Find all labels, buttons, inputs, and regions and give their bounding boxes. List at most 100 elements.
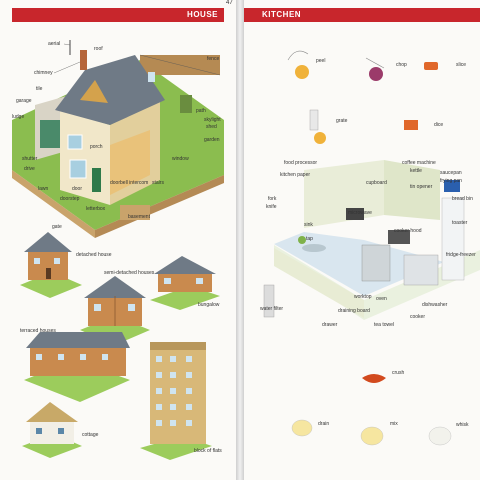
roof-cutaway-attic [80, 80, 108, 103]
action-dice: dice [404, 120, 443, 130]
label-doorbell-intercom: doorbell intercom [110, 180, 148, 186]
bungalow-illustration [150, 256, 220, 310]
skylight-window [148, 72, 155, 82]
label-peel: peel [316, 58, 325, 64]
cottage-illustration [22, 402, 82, 458]
side-cupboards [384, 160, 440, 220]
house-section-title: HOUSE [187, 10, 218, 19]
left-page-house: HOUSE 47 [0, 0, 236, 480]
cooker-hob [388, 230, 410, 244]
house-labels: aerial roof fence chimney tile garage lu… [12, 41, 221, 230]
terraced-houses-illustration [24, 332, 130, 402]
label-doorstep: doorstep [60, 196, 80, 202]
plant-pot [298, 236, 306, 244]
label-cottage: cottage [82, 432, 99, 438]
label-knife: knife [266, 204, 277, 210]
label-kitchen-paper: kitchen paper [280, 172, 310, 178]
label-fence: fence [207, 56, 219, 62]
label-toaster: toaster [452, 220, 468, 226]
label-dishwasher: dishwasher [422, 302, 448, 308]
label-oven: oven [376, 296, 387, 302]
label-tin-opener: tin opener [410, 184, 433, 190]
chimney-stack [80, 50, 87, 70]
kitchen-section-banner: KITCHEN [244, 8, 480, 22]
label-tap: tap [306, 236, 313, 242]
label-letterbox: letterbox [86, 206, 106, 212]
right-page-kitchen: KITCHEN peel chop slice grate [244, 0, 480, 480]
page-number: 47 [226, 0, 233, 6]
label-chimney: chimney [34, 70, 53, 76]
garage-door [40, 120, 60, 148]
kitchen-labels: food processor kitchen paper coffee mach… [260, 160, 476, 328]
label-whisk: whisk [456, 422, 469, 428]
label-cupboard: cupboard [366, 180, 387, 186]
label-gate: gate [52, 224, 62, 230]
label-path: path [196, 108, 206, 114]
label-grate: grate [336, 118, 348, 124]
label-drawer: drawer [322, 322, 338, 328]
action-grate: grate [309, 109, 348, 144]
house-front-wall [60, 110, 110, 205]
main-house-illustration [12, 40, 224, 238]
action-chop: chop [365, 57, 407, 81]
label-water-filter: water filter [260, 306, 283, 312]
label-shed: shed [206, 124, 217, 130]
label-semi-detached: semi-detached houses [104, 270, 155, 276]
label-fork: fork [268, 196, 277, 202]
label-porch: porch [90, 144, 103, 150]
semi-detached-illustration [80, 276, 150, 345]
basement-cutaway [120, 205, 150, 220]
label-garage: garage [16, 98, 32, 104]
kitchen-scene [263, 160, 480, 320]
label-crush: crush [392, 370, 404, 376]
label-window: window [172, 156, 189, 162]
cutaway-interior-stairs [110, 130, 150, 195]
label-microwave: microwave [348, 210, 372, 216]
label-basement: basement [128, 214, 151, 220]
label-roof: roof [94, 46, 103, 52]
action-slice: slice [424, 62, 466, 70]
fridge-freezer-unit [441, 197, 465, 281]
label-slice: slice [456, 62, 466, 68]
label-worktop: worktop [354, 294, 372, 300]
label-kettle: kettle [410, 168, 422, 174]
upper-window [67, 134, 83, 150]
label-mix: mix [390, 421, 398, 427]
label-detached-house: detached house [76, 252, 112, 258]
lower-window [69, 159, 87, 179]
label-food-processor: food processor [284, 160, 317, 166]
block-of-flats-illustration [140, 342, 212, 460]
label-coffee-machine: coffee machine [402, 160, 436, 166]
label-sink: sink [304, 222, 313, 228]
label-draining-board: draining board [338, 308, 370, 314]
label-aerial: aerial [48, 41, 60, 47]
microwave-unit [346, 208, 364, 220]
action-whisk: whisk [428, 422, 469, 446]
garden-shed [180, 95, 192, 113]
action-mix: mix [360, 421, 398, 446]
label-block-of-flats: block of flats [194, 448, 222, 454]
dishwasher-unit [403, 254, 439, 286]
house-section-banner: HOUSE [12, 8, 224, 22]
garden-wall-front [12, 170, 95, 238]
action-drain: drain [291, 419, 329, 437]
action-crush: crush [362, 370, 404, 383]
label-garden: garden [204, 137, 220, 143]
roof-tiles [55, 55, 165, 125]
label-bread-bin: bread bin [452, 196, 473, 202]
label-cooker: cooker [410, 314, 425, 320]
label-terraced-houses: terraced houses [20, 328, 56, 334]
label-door: door [72, 186, 82, 192]
label-skylight: skylight [204, 117, 221, 123]
label-drive: drive [24, 166, 35, 172]
front-door [92, 168, 101, 192]
house-illustrations: aerial roof fence chimney tile garage lu… [12, 40, 224, 460]
label-tea-towel: tea towel [374, 322, 394, 328]
sink-basin [302, 244, 326, 252]
wall-cupboards [304, 160, 384, 228]
label-saucepan: saucepan [440, 170, 462, 176]
label-fridge-freezer: fridge-freezer [446, 252, 476, 258]
label-bungalow: bungalow [198, 302, 220, 308]
label-tile: tile [36, 86, 43, 92]
